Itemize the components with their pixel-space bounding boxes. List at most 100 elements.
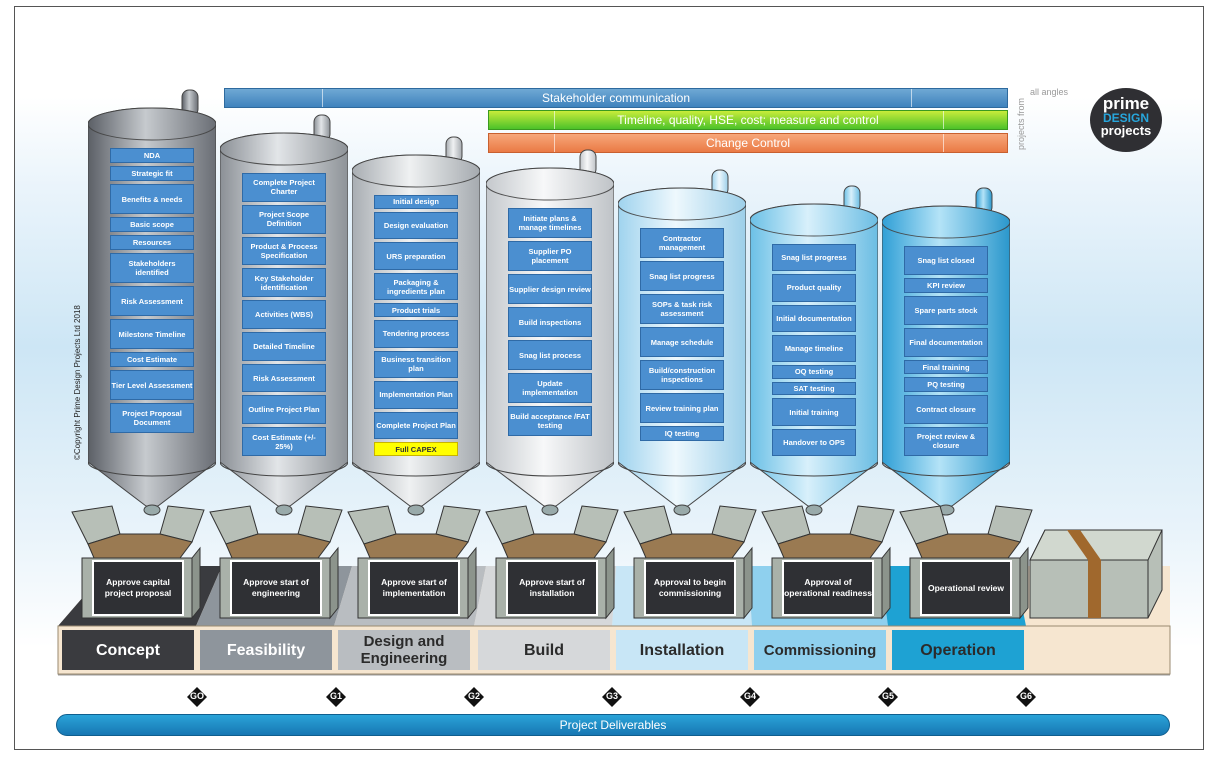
silo-6-task: Manage timeline: [772, 334, 856, 363]
silo-7-task: Spare parts stock: [904, 295, 988, 325]
timeline-quality-bar: Timeline, quality, HSE, cost; measure an…: [488, 110, 1008, 130]
silo-4-task: Supplier design review: [508, 274, 592, 304]
silo-1-task: Cost Estimate: [110, 352, 194, 367]
gate-decision-card: Operational review: [920, 560, 1012, 616]
open-box-5: Approval to begin commissioning: [620, 500, 760, 624]
silo-3-task: Implementation Plan: [374, 381, 458, 409]
closed-box: [1029, 529, 1163, 619]
gate-diamond-g2: [464, 687, 484, 707]
silo-4-task: Supplier PO placement: [508, 241, 592, 271]
silo-7-task: Contract closure: [904, 394, 988, 424]
phase-commissioning: Commissioning: [754, 630, 886, 670]
silo-1-task: NDA: [110, 148, 194, 163]
open-box-4: Approve start of installation: [482, 500, 622, 624]
silo-7-task: Final documentation: [904, 327, 988, 357]
silo-7-task: PQ testing: [904, 377, 988, 392]
timeline-label: Timeline, quality, HSE, cost; measure an…: [617, 113, 879, 127]
gate-decision-card: Approval to begin commissioning: [644, 560, 736, 616]
silo-7-task: Project review & closure: [904, 426, 988, 456]
gate-label: G2: [467, 691, 480, 701]
silo-7-task: KPI review: [904, 278, 988, 293]
gate-diamond-g4: [740, 687, 760, 707]
silo-3-task: Tendering process: [374, 320, 458, 348]
phase-build: Build: [478, 630, 610, 670]
open-box-6: Approval of operational readiness: [758, 500, 898, 624]
silo-5-task: SOPs & task risk assessment: [640, 294, 724, 324]
open-box-3: Approve start of implementation: [344, 500, 484, 624]
silo-3-task: URS preparation: [374, 242, 458, 270]
project-deliverables-bar: Project Deliverables: [56, 714, 1170, 736]
silo-3-task: Design evaluation: [374, 211, 458, 240]
silo-3-task: Packaging & ingredients plan: [374, 272, 458, 301]
gate-label: G5: [881, 691, 894, 701]
silo-5-task: Manage schedule: [640, 327, 724, 357]
silo-4-task: Snag list process: [508, 340, 592, 370]
open-box-1: Approve capital project proposal: [68, 500, 208, 624]
gate-diamond-g6: [1016, 687, 1036, 707]
logo-line3: projects: [1100, 123, 1152, 138]
gate-label: G6: [1019, 691, 1032, 701]
silo-3-task: Product trials: [374, 303, 458, 318]
silo-3-task: Complete Project Plan: [374, 411, 458, 440]
silo-5-task: Review training plan: [640, 393, 724, 423]
phase-installation: Installation: [616, 630, 748, 670]
silo-4-task: Build acceptance /FAT testing: [508, 406, 592, 436]
silo-3-task: Initial design: [374, 195, 458, 209]
phase-operation: Operation: [892, 630, 1024, 670]
open-box-7: Operational review: [896, 500, 1036, 624]
silo-1-task: Basic scope: [110, 217, 194, 232]
gate-label: G3: [605, 691, 618, 701]
gate-decision-card: Approve capital project proposal: [92, 560, 184, 616]
silo-2-task: Complete Project Charter: [242, 173, 326, 202]
all-angles-text: all angles: [1030, 87, 1069, 97]
silo-1-task: Risk Assessment: [110, 286, 194, 316]
silo-6-task: Product quality: [772, 274, 856, 302]
logo-line2: DESIGN: [1102, 111, 1149, 125]
silo-3-task: Business transition plan: [374, 350, 458, 379]
silo-5-task: Snag list progress: [640, 261, 724, 291]
logo-line1: prime: [1102, 94, 1150, 113]
silo-1-task: Benefits & needs: [110, 184, 194, 214]
silo-6-task: OQ testing: [772, 365, 856, 379]
silo-1-task: Milestone Timeline: [110, 319, 194, 349]
silo-5-task: IQ testing: [640, 426, 724, 441]
phase-design-and-engineering: Design and Engineering: [338, 630, 470, 670]
silo-6-task: SAT testing: [772, 381, 856, 396]
gate-decision-card: Approve start of implementation: [368, 560, 460, 616]
silo-1-task: Stakeholders identified: [110, 253, 194, 283]
silo-6-task: Snag list progress: [772, 244, 856, 272]
open-box-2: Approve start of engineering: [206, 500, 346, 624]
silo-1-task: Strategic fit: [110, 166, 194, 181]
prime-design-logo: prime DESIGN projects: [1090, 88, 1162, 152]
change-control-bar: Change Control: [488, 133, 1008, 153]
silo-4-task: Initiate plans & manage timelines: [508, 208, 592, 238]
gate-label: G1: [329, 691, 342, 701]
silo-4-task: Update implementation: [508, 373, 592, 403]
gate-decision-card: Approve start of engineering: [230, 560, 322, 616]
gate-diamond-g1: [326, 687, 346, 707]
silo-3-task: Full CAPEX: [374, 442, 458, 456]
stakeholder-communication-bar: Stakeholder communication: [224, 88, 1008, 108]
silo-1-task: Resources: [110, 235, 194, 250]
silo-5-task: Contractor management: [640, 228, 724, 258]
gate-decision-card: Approval of operational readiness: [782, 560, 874, 616]
silo-1-task: Project Proposal Document: [110, 403, 194, 433]
silo-6-task: Initial training: [772, 398, 856, 426]
gate-label: G4: [743, 691, 756, 701]
silo-2-task: Key Stakeholder identification: [242, 268, 326, 298]
silo-4-task: Build inspections: [508, 307, 592, 337]
silo-6-task: Handover to OPS: [772, 428, 856, 456]
silo-2-task: Project Scope Definition: [242, 204, 326, 234]
silo-2-task: Cost Estimate (+/- 25%): [242, 427, 326, 456]
silo-2-task: Activities (WBS): [242, 300, 326, 329]
gate-diamond-go: [187, 687, 207, 707]
stakeholder-label: Stakeholder communication: [541, 91, 691, 105]
silo-1-task: Tier Level Assessment: [110, 370, 194, 400]
silo-2-task: Product & Process Specification: [242, 236, 326, 266]
